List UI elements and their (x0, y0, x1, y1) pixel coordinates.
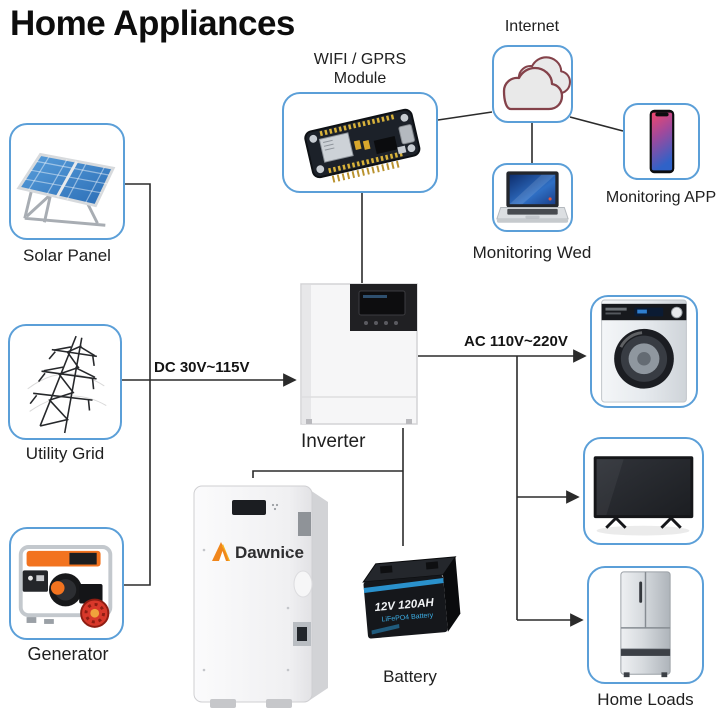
fridge-icon (620, 571, 671, 678)
home-loads-label: Home Loads (597, 690, 694, 709)
fridge-node (587, 566, 704, 684)
inverter-label: Inverter (301, 431, 366, 452)
battery-device: 12V 120AH LiFePO4 Battery (355, 548, 465, 653)
utility-grid-node (8, 324, 122, 440)
solar-panel-label: Solar Panel (23, 246, 111, 265)
dc-voltage-label: DC 30V~115V (154, 359, 250, 376)
inverter-icon (300, 283, 418, 425)
generator-icon (18, 544, 113, 628)
svg-text:12V 120AH: 12V 120AH (374, 597, 435, 614)
generator-node (9, 527, 124, 640)
tv-icon (593, 456, 694, 536)
battery-cabinet-device: Dawnice (188, 478, 338, 710)
wifi-board-icon (304, 108, 421, 183)
utility-grid-label: Utility Grid (25, 444, 105, 463)
solar-panel-node (9, 123, 125, 240)
monitoring-app-label: Monitoring APP (605, 189, 717, 206)
wire-module-to-cloud (437, 111, 493, 121)
laptop-icon (496, 170, 569, 223)
page-title: Home Appliances (10, 4, 295, 43)
wifi-module-label: WIFI / GPRS Module (313, 51, 407, 88)
tv-node (583, 437, 704, 545)
dawnice-logo: Dawnice (212, 542, 304, 562)
utility-grid-icon (27, 335, 107, 434)
monitoring-web-label: Monitoring Wed (472, 243, 592, 262)
battery-label: Battery (383, 667, 437, 686)
svg-text:LiFePO4 Battery: LiFePO4 Battery (381, 612, 434, 624)
inverter-device (300, 283, 418, 428)
ac-voltage-label: AC 110V~220V (464, 333, 568, 350)
washing-machine-node (590, 295, 698, 408)
svg-text:Dawnice: Dawnice (235, 543, 304, 562)
monitoring-app-node (623, 103, 700, 180)
internet-label: Internet (504, 18, 560, 35)
generator-label: Generator (27, 644, 109, 664)
wifi-module-node (282, 92, 438, 193)
cloud-icon (502, 56, 571, 111)
monitoring-web-node (492, 163, 573, 232)
washing-machine-icon (601, 299, 687, 403)
internet-node (492, 45, 573, 123)
battery-cabinet-icon: Dawnice (193, 485, 328, 708)
phone-icon (649, 109, 675, 174)
solar-panel-icon (16, 152, 116, 227)
wire-cloud-to-phone (569, 116, 624, 132)
wire-dc-bus (122, 183, 151, 586)
wire-branch-to-cabinet (252, 470, 403, 478)
battery-icon: 12V 120AH LiFePO4 Battery (362, 556, 461, 639)
